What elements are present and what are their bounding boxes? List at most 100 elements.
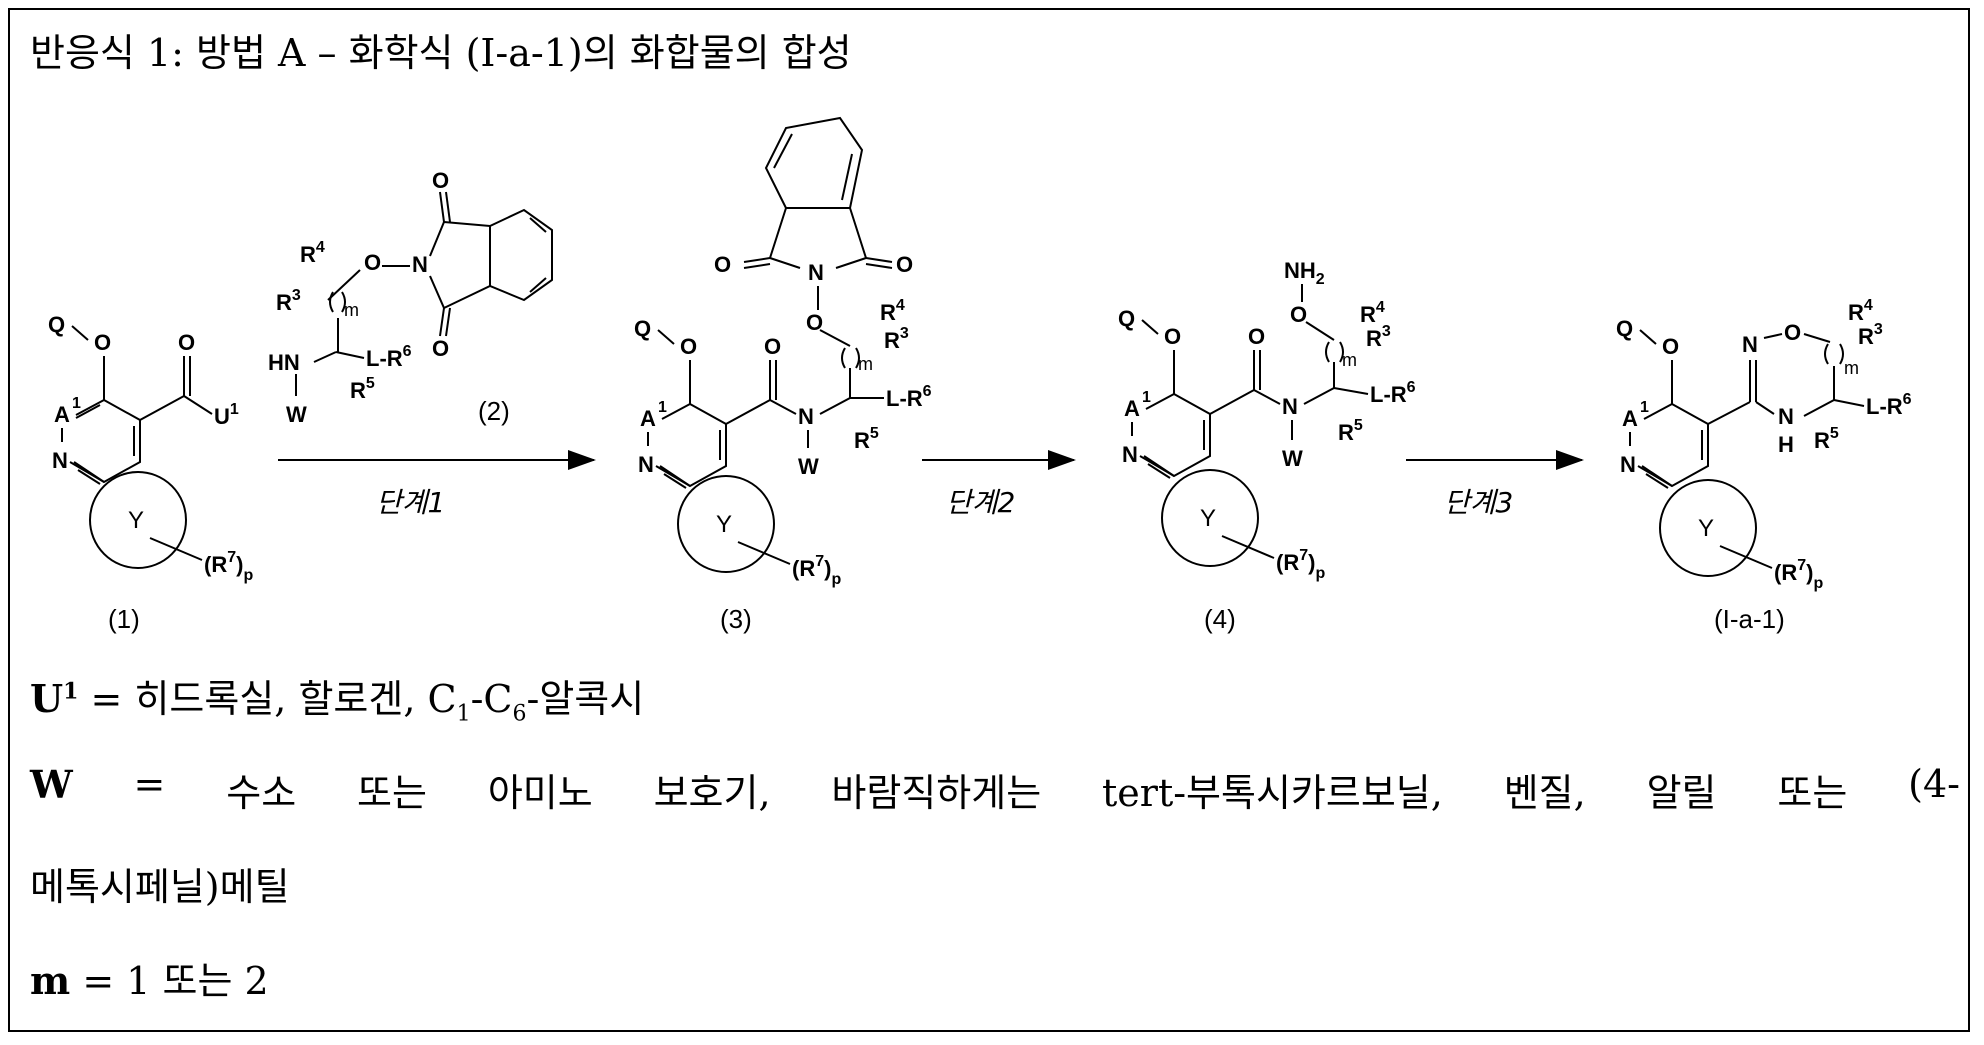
definition-w-word: 아미노 xyxy=(488,762,593,817)
atom-q-3: Q xyxy=(634,316,651,341)
substituent-r3-4: R3 xyxy=(1366,323,1391,351)
definition-w-word: 또는 xyxy=(1777,762,1847,817)
atom-o-4: O xyxy=(1164,324,1181,349)
atom-o-amide-4: O xyxy=(1248,324,1265,349)
atom-n-amide-3: N xyxy=(798,404,814,429)
atom-n-2: N xyxy=(412,252,428,277)
atom-o-ring-5: O xyxy=(1784,320,1801,345)
definition-u1-sub2: 6 xyxy=(513,702,527,727)
atom-o-2a: O xyxy=(432,168,449,193)
atom-y-5: Y xyxy=(1698,515,1714,542)
atom-a-index-5: 1 xyxy=(1640,399,1649,416)
substituent-r5-3: R5 xyxy=(854,425,879,453)
atom-o: O xyxy=(94,330,111,355)
atom-a: A xyxy=(54,402,70,427)
atom-n: N xyxy=(52,448,68,473)
definition-w-word: 보호기, xyxy=(654,762,771,817)
definition-w-word: 벤질, xyxy=(1504,762,1586,817)
atom-h-5: H xyxy=(1778,432,1794,457)
definition-w-continued: 메톡시페닐)메틸 xyxy=(30,856,290,911)
atom-n-nh-5: N xyxy=(1778,404,1794,429)
compound-4-label: (4) xyxy=(1204,604,1236,634)
substituent-r7: (R7)p xyxy=(204,549,253,584)
definition-u1-mid: -C xyxy=(471,677,513,721)
compound-4-structure: Q O A 1 N Y (R7)p O N W L-R6 R5 m O xyxy=(1118,258,1416,582)
index-m-3: m xyxy=(858,354,873,374)
atom-o-ether-3: O xyxy=(806,310,823,335)
atom-o-ether-4: O xyxy=(1290,302,1307,327)
atom-o-2: O xyxy=(364,250,381,275)
atom-n-3: N xyxy=(638,452,654,477)
definition-w: W = 수소 또는 아미노 보호기, 바람직하게는 tert-부톡시카르보닐, … xyxy=(30,762,1960,817)
atom-o-2b: O xyxy=(432,336,449,361)
compound-2-label: (2) xyxy=(478,396,510,426)
substituent-l-r6: L-R6 xyxy=(366,343,412,371)
definition-m-label: m xyxy=(30,958,70,1003)
definition-u1: U1 = 히드록실, 할로겐, C1-C6-알콕시 xyxy=(30,668,644,727)
atom-o-amide-3: O xyxy=(764,334,781,359)
definition-w-word: tert-부톡시카르보닐, xyxy=(1102,762,1443,817)
compound-i-a-1-label: (I-a-1) xyxy=(1714,604,1785,634)
atom-a-index-3: 1 xyxy=(658,399,667,416)
atom-n-imide-3: N xyxy=(808,260,824,285)
index-m-4: m xyxy=(1342,350,1357,370)
index-m-2: m xyxy=(344,300,359,320)
substituent-r5-4: R5 xyxy=(1338,417,1363,445)
definition-u1-sub1: 1 xyxy=(457,702,471,727)
step-1-label: 단계1 xyxy=(376,486,445,519)
substituent-l-r6-3: L-R6 xyxy=(886,383,932,411)
substituent-l-r6-4: L-R6 xyxy=(1370,379,1416,407)
substituent-r3-3: R3 xyxy=(884,325,909,353)
group-nh2-4: NH2 xyxy=(1284,258,1325,288)
atom-y-3: Y xyxy=(716,511,732,538)
compound-3-structure: Q O A 1 N Y (R7)p O N W L-R6 R5 m O R4 xyxy=(634,118,932,588)
substituent-r3-5: R3 xyxy=(1858,321,1883,349)
substituent-l-r6-5: L-R6 xyxy=(1866,391,1912,419)
atom-w-4: W xyxy=(1282,446,1303,471)
compound-1-label: (1) xyxy=(108,604,140,634)
atom-hn: HN xyxy=(268,350,300,375)
compound-1-structure: Q O A 1 N Y (R7)p O U1 xyxy=(48,312,253,584)
substituent-r3: R3 xyxy=(276,287,301,315)
atom-y-4: Y xyxy=(1200,505,1216,532)
atom-a-5: A xyxy=(1622,406,1638,431)
substituent-r4-3: R4 xyxy=(880,297,905,325)
definition-w-word: = xyxy=(134,762,166,817)
definition-m-text: = 1 또는 2 xyxy=(82,959,268,1003)
atom-o-imide-3b: O xyxy=(896,252,913,277)
step-2-label: 단계2 xyxy=(946,486,1015,519)
atom-w-2: W xyxy=(286,402,307,427)
atom-o-imide-3a: O xyxy=(714,252,731,277)
atom-q: Q xyxy=(48,312,65,337)
substituent-r7-5: (R7)p xyxy=(1774,557,1823,592)
atom-a-index-4: 1 xyxy=(1142,389,1151,406)
definition-u1-sup: 1 xyxy=(63,678,78,704)
substituent-r7-3: (R7)p xyxy=(792,553,841,588)
atom-o-carbonyl: O xyxy=(178,330,195,355)
atom-n-amide-4: N xyxy=(1282,394,1298,419)
definition-u1-text: = 히드록실, 할로겐, C xyxy=(91,677,457,721)
index-m-5: m xyxy=(1844,358,1859,378)
atom-y: Y xyxy=(128,507,144,534)
reaction-scheme: Q O A 1 N Y (R7)p O U1 (1) R4 R3 O N xyxy=(0,0,1984,660)
compound-2-structure: R4 R3 O N m HN L-R6 R5 W O O xyxy=(268,168,552,427)
definition-w-word: 또는 xyxy=(357,762,427,817)
definition-w-word: (4- xyxy=(1908,762,1960,817)
definition-w-word: 수소 xyxy=(226,762,296,817)
definition-m: m = 1 또는 2 xyxy=(30,950,269,1005)
compound-3-label: (3) xyxy=(720,604,752,634)
atom-o-3: O xyxy=(680,334,697,359)
definition-u1-label: U xyxy=(30,676,63,721)
substituent-r4: R4 xyxy=(300,239,325,267)
atom-w-3: W xyxy=(798,454,819,479)
substituent-u1: U1 xyxy=(214,401,239,429)
atom-a-index: 1 xyxy=(72,395,81,412)
definition-w-word: 바람직하게는 xyxy=(831,762,1041,817)
atom-o-5: O xyxy=(1662,334,1679,359)
atom-n-ring-5: N xyxy=(1742,332,1758,357)
compound-i-a-1-structure: Q O A 1 N Y (R7)p N O m L-R6 R5 N H R4 xyxy=(1616,297,1912,592)
atom-n-5: N xyxy=(1620,452,1636,477)
atom-q-4: Q xyxy=(1118,306,1135,331)
atom-n-4: N xyxy=(1122,442,1138,467)
atom-a-3: A xyxy=(640,406,656,431)
